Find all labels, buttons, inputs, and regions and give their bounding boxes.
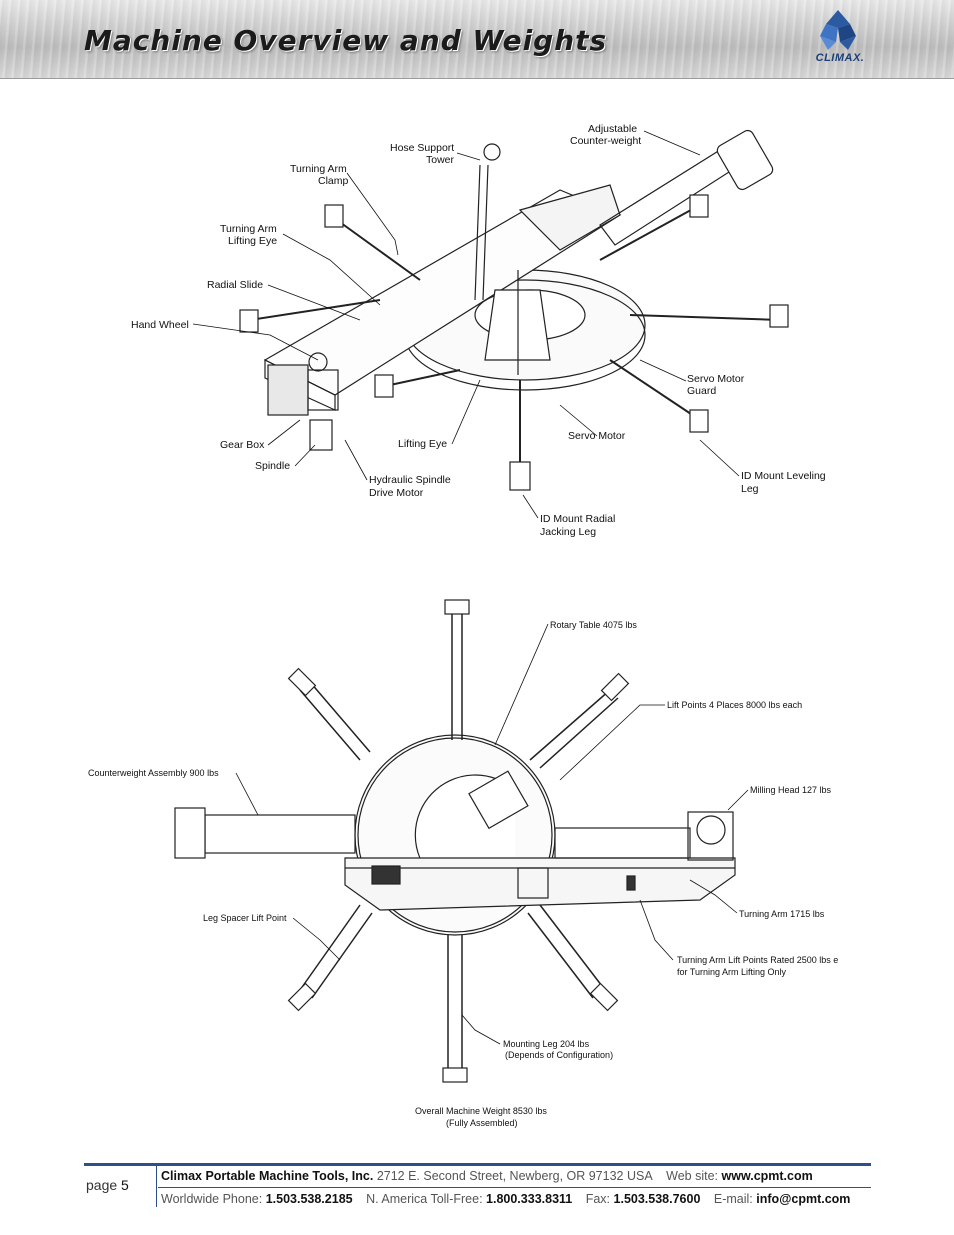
label-servo-guard-1: Servo Motor xyxy=(687,373,745,385)
label-milling-head: Milling Head 127 lbs xyxy=(750,785,832,795)
label-tower: Tower xyxy=(426,154,455,166)
label-gear-box: Gear Box xyxy=(220,439,265,451)
label-lift-points: Lift Points 4 Places 8000 lbs each xyxy=(667,700,802,710)
label-jacking-2: Jacking Leg xyxy=(540,526,596,538)
page-label: page xyxy=(86,1177,118,1193)
fax-number: 1.503.538.7600 xyxy=(613,1192,701,1206)
label-counterweight-assembly: Counterweight Assembly 900 lbs xyxy=(88,768,219,778)
phone-label: Worldwide Phone: xyxy=(161,1192,263,1206)
web-label: Web site: xyxy=(666,1169,719,1183)
label-overall-weight-2: (Fully Assembled) xyxy=(446,1118,518,1128)
company-address: 2712 E. Second Street, Newberg, OR 97132… xyxy=(376,1169,653,1183)
label-spindle: Spindle xyxy=(255,460,290,472)
label-radial-slide: Radial Slide xyxy=(207,279,263,291)
label-mounting-leg-2: (Depends of Configuration) xyxy=(505,1050,613,1060)
top-view-machine-drawing xyxy=(174,599,736,1083)
isometric-machine-drawing xyxy=(239,129,789,491)
diagram2-leader-lines xyxy=(235,623,749,1045)
label-adjustable: Adjustable xyxy=(588,123,637,135)
label-leg-spacer: Leg Spacer Lift Point xyxy=(203,913,287,923)
footer-line-1: Climax Portable Machine Tools, Inc. 2712… xyxy=(161,1169,813,1183)
diagram1-leader-lines xyxy=(192,130,740,519)
label-servo-guard-2: Guard xyxy=(687,385,716,397)
label-leveling-1: ID Mount Leveling xyxy=(741,470,826,482)
label-leveling-2: Leg xyxy=(741,483,759,495)
diagram1-labels: Adjustable Counter-weight Hose Support T… xyxy=(131,123,826,538)
label-lifting-eye-1: Turning Arm xyxy=(220,223,277,235)
label-lifting-eye-2: Lifting Eye xyxy=(228,235,277,247)
label-arm-lift-1: Turning Arm Lift Points Rated 2500 lbs e xyxy=(677,955,838,965)
label-servo-motor: Servo Motor xyxy=(568,430,626,442)
label-jacking-1: ID Mount Radial xyxy=(540,513,615,525)
label-counterweight: Counter-weight xyxy=(570,135,641,147)
label-arm-lift-2: for Turning Arm Lifting Only xyxy=(677,967,787,977)
company-name: Climax Portable Machine Tools, Inc. xyxy=(161,1169,374,1183)
diagram2-labels: Rotary Table 4075 lbs Lift Points 4 Plac… xyxy=(88,620,838,1128)
tollfree-number: 1.800.333.8311 xyxy=(486,1192,573,1206)
phone-number: 1.503.538.2185 xyxy=(265,1192,353,1206)
header-texture xyxy=(0,0,954,78)
email-label: E-mail: xyxy=(713,1192,753,1206)
label-turning-arm-clamp-2: Clamp xyxy=(318,175,349,187)
logo-wordmark: CLIMAX. xyxy=(815,52,865,64)
email-link[interactable]: info@cpmt.com xyxy=(756,1192,851,1206)
label-lifting-eye: Lifting Eye xyxy=(398,438,447,450)
label-hand-wheel: Hand Wheel xyxy=(131,319,189,331)
label-hyd-2: Drive Motor xyxy=(369,487,424,499)
page-number-value: 5 xyxy=(121,1177,129,1193)
footer-mid-rule xyxy=(158,1187,871,1188)
label-overall-weight-1: Overall Machine Weight 8530 lbs xyxy=(415,1106,547,1116)
label-turning-arm-clamp-1: Turning Arm xyxy=(290,163,347,175)
climax-logo-icon xyxy=(820,10,856,50)
label-rotary-table: Rotary Table 4075 lbs xyxy=(550,620,637,630)
web-link[interactable]: www.cpmt.com xyxy=(721,1169,813,1183)
footer-rule xyxy=(84,1163,871,1166)
label-hyd-1: Hydraulic Spindle xyxy=(369,474,451,486)
fax-label: Fax: xyxy=(585,1192,611,1206)
page-header: Machine Overview and Weights CLIMAX. xyxy=(0,0,954,79)
label-mounting-leg-1: Mounting Leg 204 lbs xyxy=(503,1039,590,1049)
tollfree-label: N. America Toll-Free: xyxy=(366,1192,483,1206)
label-turning-arm: Turning Arm 1715 lbs xyxy=(739,909,825,919)
footer-divider xyxy=(156,1163,157,1207)
footer-line-2: Worldwide Phone: 1.503.538.2185 N. Ameri… xyxy=(161,1192,850,1206)
label-hose-support: Hose Support xyxy=(390,142,454,154)
page-number: page 5 xyxy=(86,1177,129,1193)
page-title: Machine Overview and Weights xyxy=(84,24,608,57)
